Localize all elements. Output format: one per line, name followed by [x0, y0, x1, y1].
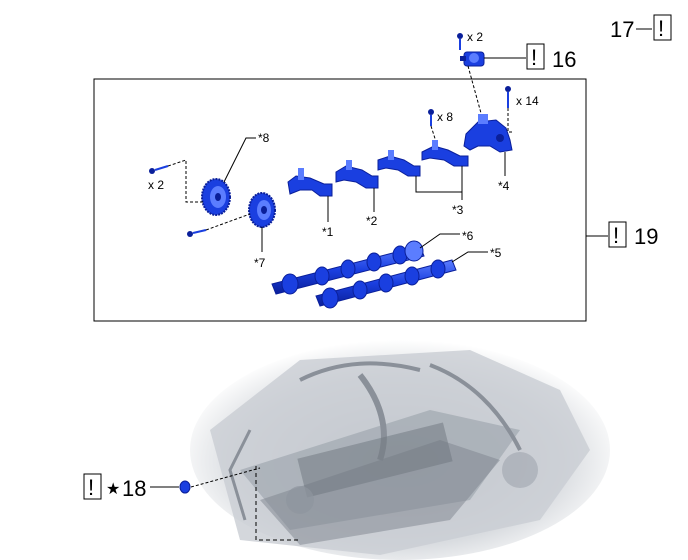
callout-17-number: 17 — [610, 17, 634, 42]
caution-icon: ! — [531, 45, 537, 70]
label-p5: *5 — [490, 246, 502, 260]
qty-bolt-left: x 2 — [148, 178, 164, 192]
sprocket-8 — [201, 178, 231, 216]
label-p4: *4 — [498, 179, 510, 193]
callout-19-number: 19 — [634, 224, 658, 249]
bolt-small — [187, 229, 207, 237]
engine-bay-illustration — [190, 340, 610, 560]
label-p3: *3 — [452, 203, 464, 217]
camshaft-assembly-frame — [93, 78, 587, 322]
label-p7: *7 — [254, 256, 266, 270]
dashed-leader-x8 — [430, 125, 439, 149]
dashed-inset-outline — [255, 466, 300, 541]
label-p8: *8 — [258, 131, 270, 145]
leader-p6 — [419, 233, 460, 249]
qty-bolt-8: x 8 — [437, 110, 453, 124]
bolt-top — [457, 33, 463, 50]
leader-p3 — [415, 166, 463, 200]
bearing-cap-3a — [377, 150, 421, 177]
caution-icon: ! — [88, 475, 94, 500]
dashed-leader-small-bolt — [205, 213, 251, 231]
callout-18-number: 18 — [122, 476, 146, 501]
leader-p8 — [223, 137, 256, 183]
callout-17-caution-box — [653, 14, 672, 41]
bolt-left — [149, 165, 169, 174]
camshaft-5 — [315, 259, 457, 309]
callout-16-caution-box — [526, 43, 545, 70]
dashed-leader-18 — [190, 467, 261, 488]
leader-p5 — [451, 251, 488, 263]
caution-icon: ! — [613, 223, 619, 248]
label-p1: *1 — [322, 225, 334, 239]
part-16-valve — [460, 51, 485, 67]
dashed-leader-x14 — [507, 108, 514, 133]
sprocket-7 — [248, 192, 276, 228]
part-18-plug — [179, 480, 191, 494]
bolt-x8 — [428, 109, 434, 126]
bearing-cap-1 — [287, 168, 333, 197]
camshaft-6 — [271, 240, 425, 295]
bearing-cap-2 — [335, 160, 379, 189]
qty-bolt-top: x 2 — [467, 30, 483, 44]
label-p2: *2 — [366, 214, 378, 228]
label-p6: *6 — [462, 229, 474, 243]
callout-18-caution-box — [83, 473, 102, 500]
camshaft-housing-4 — [463, 114, 513, 153]
star-icon: ★ — [106, 481, 120, 498]
callout-19-caution-box — [608, 221, 627, 248]
bearing-cap-3b — [421, 140, 469, 167]
bolt-x14 — [505, 86, 511, 108]
callout-16-number: 16 — [552, 47, 576, 72]
caution-icon: ! — [658, 16, 664, 41]
dashed-leader-left-bolt — [167, 159, 204, 203]
qty-bolt-14: x 14 — [516, 94, 539, 108]
